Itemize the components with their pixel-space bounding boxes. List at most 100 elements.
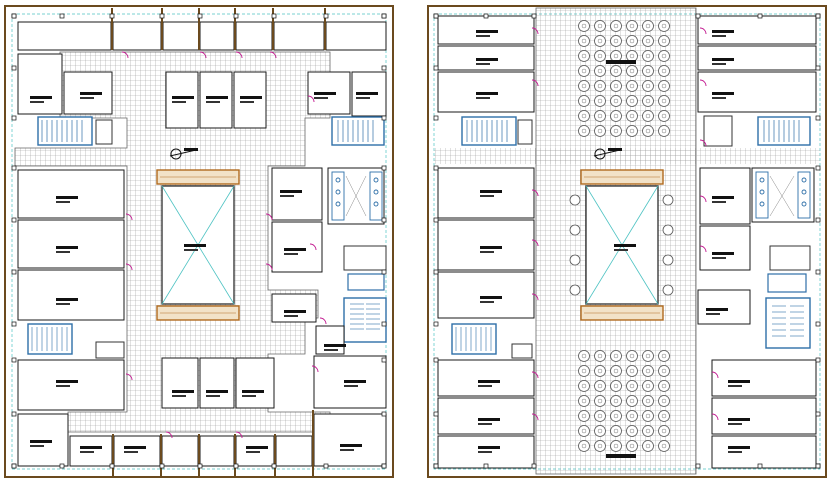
shop-unit: [235, 21, 273, 51]
table-top: [613, 353, 619, 359]
table-top: [597, 128, 603, 134]
kiosk-island-upper: [165, 71, 267, 129]
label-block: [324, 349, 338, 351]
table-top: [661, 68, 667, 74]
label-block: [478, 446, 500, 449]
round-table-icon: [626, 380, 638, 392]
label-block: [356, 92, 378, 95]
food-court-seating: [569, 20, 674, 452]
column-marker: [381, 463, 387, 469]
round-table-icon: [658, 365, 670, 377]
column-marker: [323, 463, 329, 469]
column-marker: [815, 217, 821, 223]
table-top: [629, 128, 635, 134]
round-table-icon: [642, 365, 654, 377]
round-table-icon: [578, 365, 590, 377]
table-top: [581, 353, 587, 359]
label-block: [706, 308, 728, 311]
table-top: [597, 23, 603, 29]
label-block: [728, 418, 750, 421]
round-table-icon: [662, 254, 674, 266]
table-top: [661, 353, 667, 359]
door-swing-icon: [531, 371, 539, 379]
label-block: [728, 451, 742, 453]
label-block: [284, 310, 306, 313]
label-block: [478, 423, 492, 425]
label-block: [246, 451, 260, 453]
label-block: [728, 423, 742, 425]
label-block: [56, 303, 70, 305]
label-block: [240, 96, 262, 99]
table-top: [581, 443, 587, 449]
round-table-icon: [578, 440, 590, 452]
round-table-icon: [610, 50, 622, 62]
label-block: [476, 63, 490, 65]
table-top: [581, 413, 587, 419]
column-marker: [483, 463, 489, 469]
round-table-icon: [662, 284, 674, 296]
stair-upper-right: [703, 115, 811, 147]
table-top: [581, 113, 587, 119]
stair-upper-right: [331, 116, 385, 146]
label-block: [340, 449, 354, 451]
shop-column-left: [437, 15, 535, 469]
round-table-icon: [610, 350, 622, 362]
column-marker: [381, 115, 387, 121]
label-block: [478, 380, 500, 383]
table-top: [613, 38, 619, 44]
escalator-icon: [580, 169, 664, 321]
round-table-icon: [642, 425, 654, 437]
column-marker: [11, 115, 17, 121]
shop-row-top: [17, 21, 387, 51]
outer-wall: [427, 5, 827, 478]
table-top: [645, 413, 651, 419]
round-table-icon: [578, 380, 590, 392]
label-block: [614, 249, 628, 251]
label-block: [56, 251, 70, 253]
label-block: [30, 445, 44, 447]
room-label-blocks: [30, 30, 750, 453]
round-table-icon: [578, 425, 590, 437]
round-table-icon: [658, 395, 670, 407]
column-marker: [433, 115, 439, 121]
column-marker: [11, 463, 17, 469]
label-block: [240, 101, 254, 103]
round-table-icon: [594, 365, 606, 377]
column-marker: [159, 463, 165, 469]
door-swing-icon: [531, 413, 539, 421]
column-marker: [815, 165, 821, 171]
label-block: [242, 395, 256, 397]
column-marker: [433, 463, 439, 469]
door-swing-icon: [531, 27, 539, 35]
round-table-icon: [594, 425, 606, 437]
table-top: [661, 38, 667, 44]
door-swing-icon: [711, 413, 719, 421]
column-marker: [433, 65, 439, 71]
table-top: [661, 98, 667, 104]
round-table-icon: [626, 20, 638, 32]
door-swing-icon: [531, 293, 539, 301]
round-table-icon: [610, 125, 622, 137]
label-block: [728, 446, 750, 449]
round-table-icon: [578, 110, 590, 122]
round-table-icon: [594, 125, 606, 137]
round-table-icon: [610, 80, 622, 92]
round-table-icon: [662, 194, 674, 206]
label-block: [30, 96, 52, 99]
round-table-icon: [594, 380, 606, 392]
label-block: [712, 97, 726, 99]
shop-column-right: [697, 15, 817, 469]
table-top: [597, 53, 603, 59]
table-top: [645, 98, 651, 104]
label-block: [80, 446, 102, 449]
label-block: [476, 92, 498, 95]
round-table-icon: [626, 440, 638, 452]
stair-icon: [765, 297, 811, 349]
column-marker: [531, 13, 537, 19]
round-table-icon: [626, 95, 638, 107]
table-top: [613, 383, 619, 389]
column-marker: [815, 463, 821, 469]
label-block: [80, 92, 102, 95]
label-block: [124, 446, 146, 449]
label-block: [124, 451, 138, 453]
